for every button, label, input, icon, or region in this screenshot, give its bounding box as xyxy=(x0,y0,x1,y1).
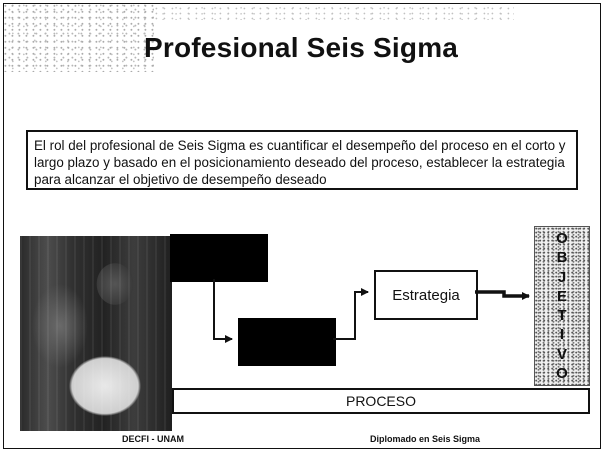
footer-institution: DECFI - UNAM xyxy=(122,434,184,444)
objective-letter: V xyxy=(556,345,567,363)
objective-letter: O xyxy=(556,364,568,382)
objective-letters: O B J E T I V O xyxy=(535,227,589,385)
person-photo xyxy=(20,236,172,431)
strategy-label: Estrategia xyxy=(392,286,460,304)
slide-title: Profesional Seis Sigma xyxy=(144,32,459,63)
connector-arrow xyxy=(213,279,233,343)
slide: Profesional Seis Sigma El rol del profes… xyxy=(3,3,601,449)
objective-letter: E xyxy=(556,287,567,305)
connector-arrow xyxy=(475,290,530,300)
objective-letter: O xyxy=(556,230,568,248)
intro-text-box: El rol del profesional de Seis Sigma es … xyxy=(26,130,578,190)
objective-letter: T xyxy=(557,307,567,325)
flow-block-upper xyxy=(170,234,268,282)
title-band: Profesional Seis Sigma xyxy=(4,4,600,74)
flow-block-lower xyxy=(238,318,336,366)
objective-letter: B xyxy=(556,249,568,267)
flow-connectors xyxy=(213,279,530,343)
process-box: PROCESO xyxy=(172,388,590,414)
connector-arrow xyxy=(333,288,369,340)
title-texture-top xyxy=(154,6,514,20)
title-texture xyxy=(4,4,154,72)
strategy-box: Estrategia xyxy=(374,270,478,320)
objective-letter: J xyxy=(557,268,567,286)
process-label: PROCESO xyxy=(345,393,416,409)
objective-box: O B J E T I V O xyxy=(534,226,590,386)
objective-letter: I xyxy=(559,326,565,344)
footer-course: Diplomado en Seis Sigma xyxy=(370,434,481,444)
